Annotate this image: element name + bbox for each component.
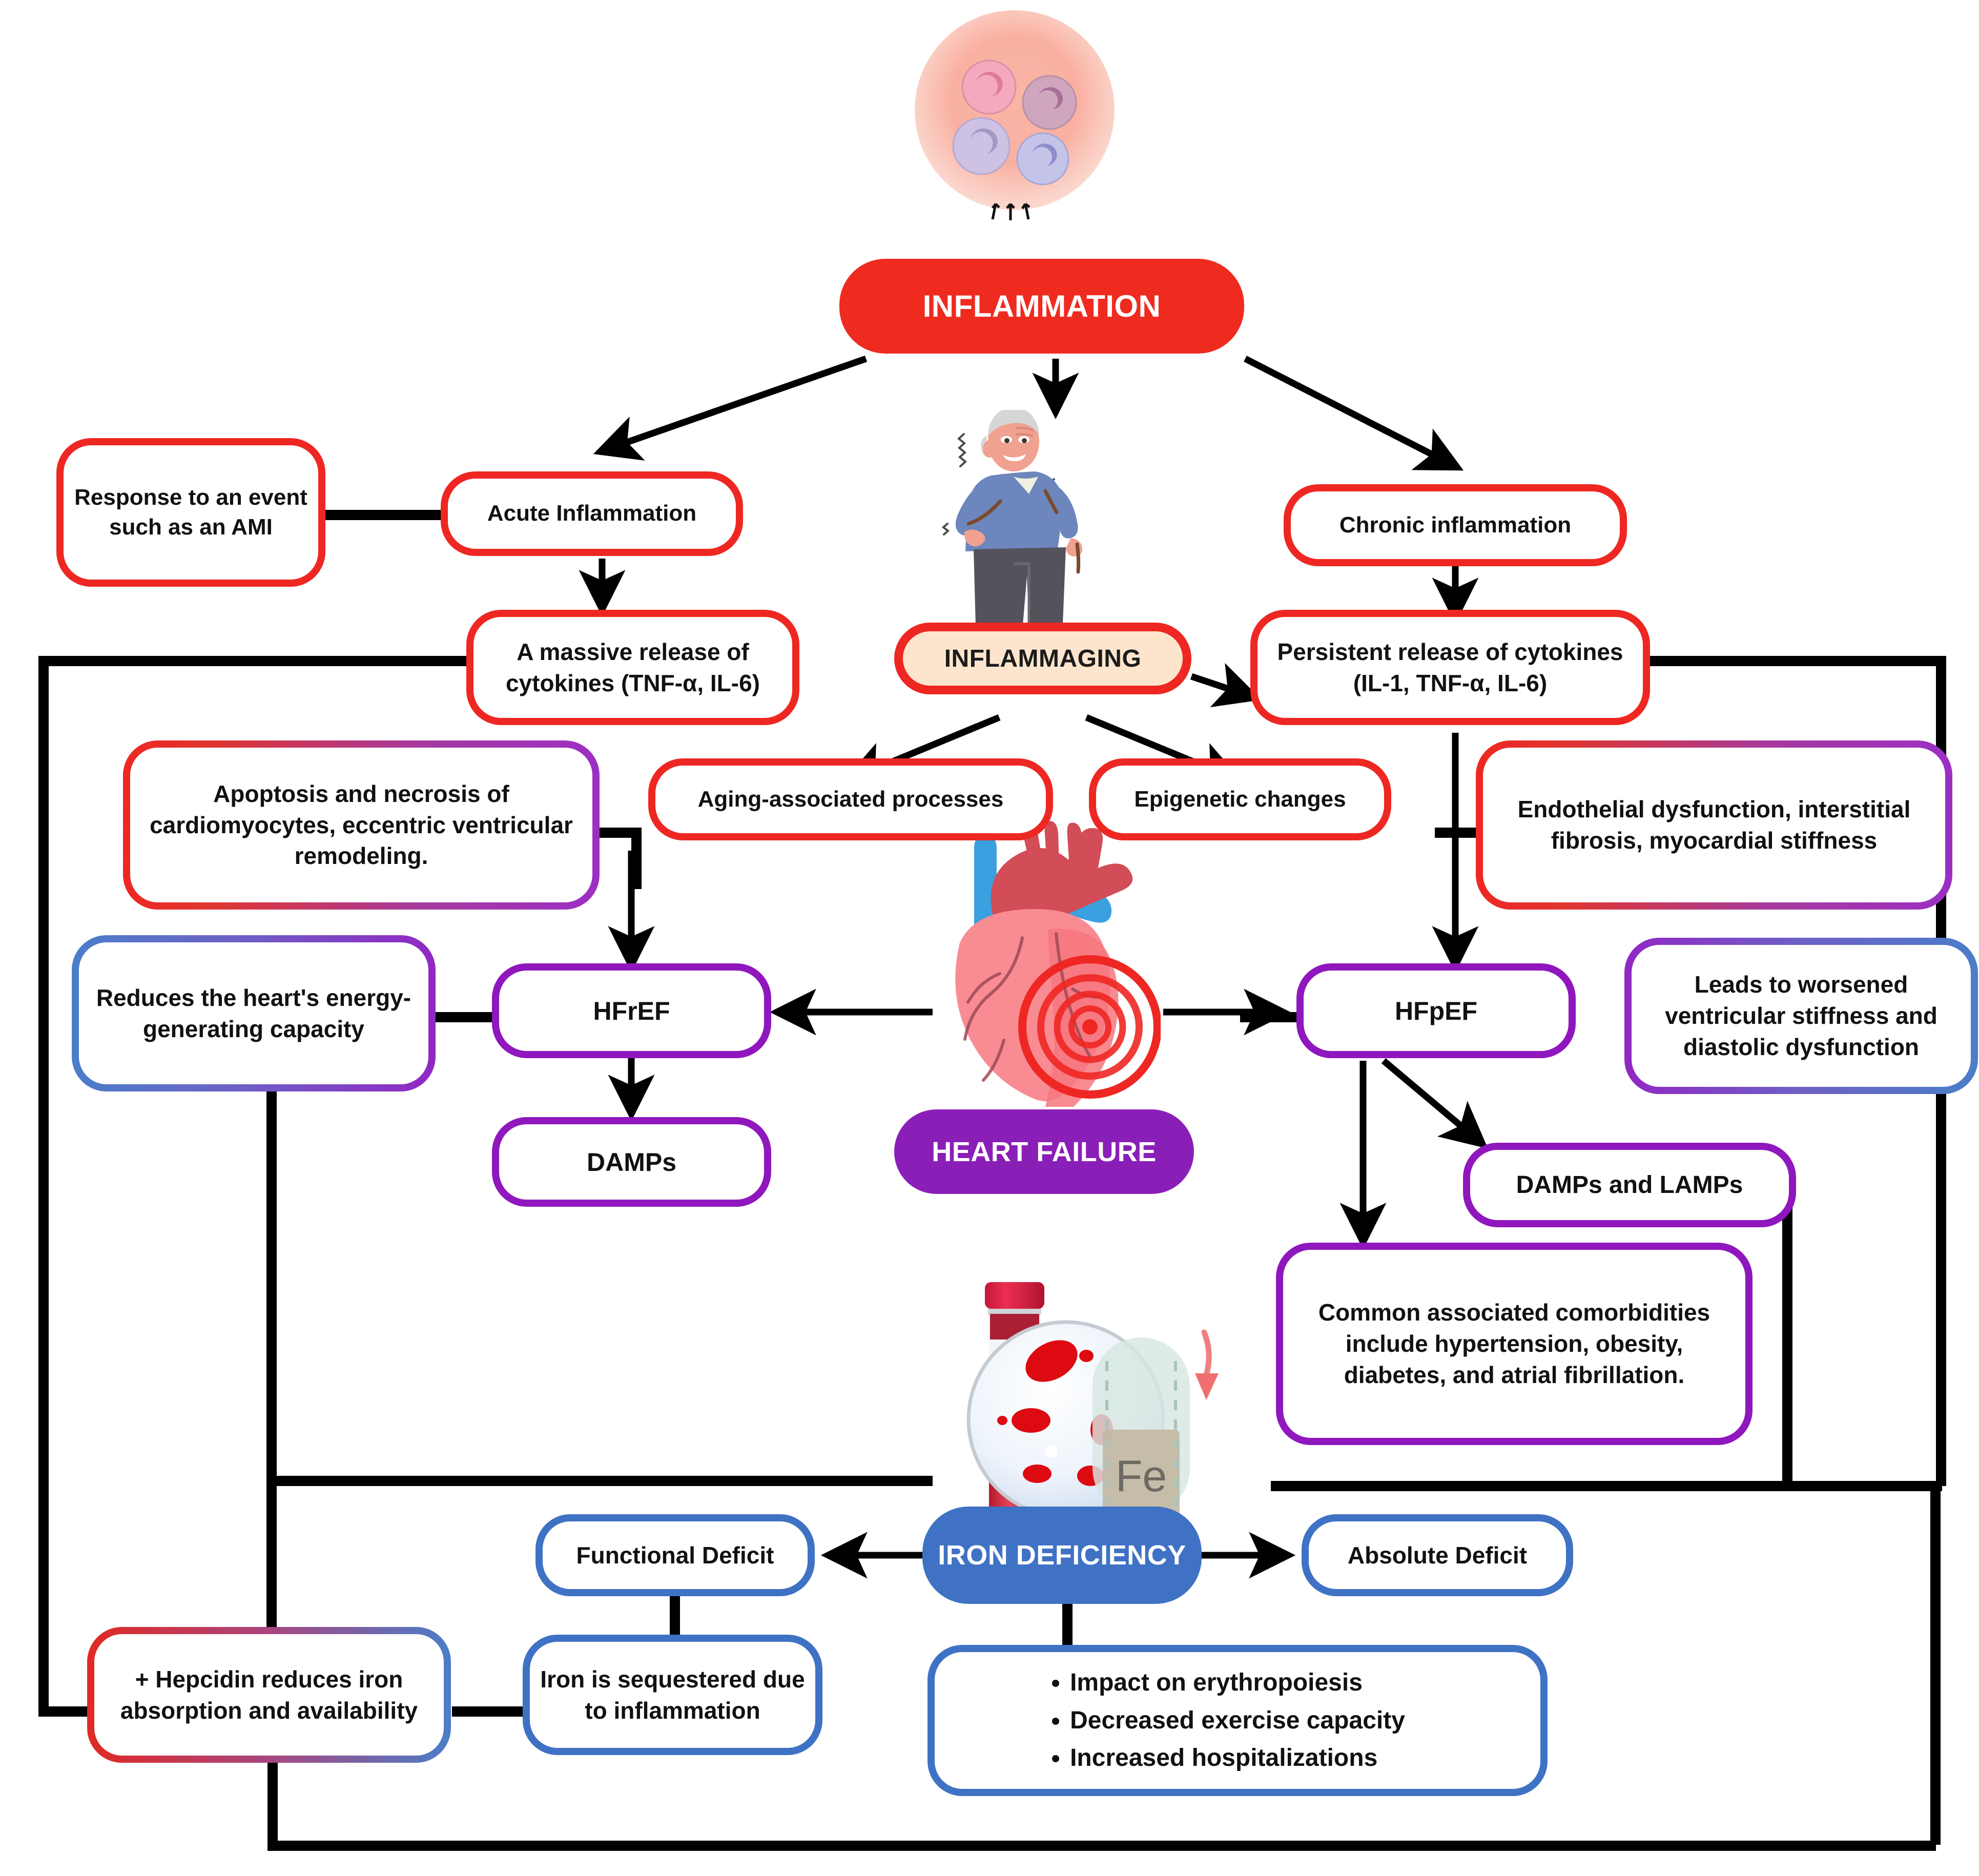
connector-leads-down — [1782, 1173, 1792, 1481]
connector-cytokines-left — [38, 656, 469, 666]
node-hepcidin[interactable]: + Hepcidin reduces iron absorption and a… — [87, 1627, 451, 1763]
node-chronic-inflammation[interactable]: Chronic inflammation — [1284, 484, 1627, 566]
connector-hfpef-leads — [1240, 1012, 1296, 1022]
connector-hepcidin-down — [267, 1763, 278, 1845]
node-aging-processes[interactable]: Aging-associated processes — [648, 758, 1053, 840]
node-endothelial[interactable]: Endothelial dysfunction, interstitial fi… — [1476, 740, 1952, 910]
connector-apoptosis-stem — [592, 828, 635, 838]
node-heart-failure[interactable]: HEART FAILURE — [894, 1109, 1194, 1194]
connector-endothelial-stem — [1435, 828, 1481, 838]
connector-bottom-return-up — [1930, 1486, 1941, 1845]
connector-response-acute — [318, 510, 446, 520]
node-iron-deficiency[interactable]: IRON DEFICIENCY — [922, 1507, 1202, 1604]
connector-functional-sequestered — [670, 1581, 680, 1642]
connector-persistent-right — [1645, 656, 1942, 666]
node-hfref[interactable]: HFrEF — [492, 963, 771, 1058]
connector-energy-bottom — [266, 1476, 933, 1486]
arrow-inflammation-chronic — [1244, 356, 1464, 471]
consequences-list: Impact on erythropoiesis Decreased exerc… — [1049, 1661, 1426, 1779]
node-persistent-release[interactable]: Persistent release of cytokines (IL-1, T… — [1250, 610, 1650, 725]
node-iron-sequestered[interactable]: Iron is sequestered due to inflammation — [523, 1635, 822, 1755]
node-massive-release[interactable]: A massive release of cytokines (TNF-α, I… — [466, 610, 799, 725]
list-item: Decreased exercise capacity — [1070, 1704, 1405, 1737]
node-functional-deficit[interactable]: Functional Deficit — [535, 1514, 815, 1596]
heart-with-pain-illustration — [955, 820, 1161, 1107]
list-item: Increased hospitalizations — [1070, 1742, 1405, 1774]
connector-hepcidin-sequestered — [452, 1706, 526, 1717]
blood-tube-iron-illustration: Fe — [966, 1282, 1219, 1519]
fe-label: Fe — [1116, 1452, 1167, 1501]
arrow-hfpef-dampslamps — [1381, 1058, 1488, 1149]
connector-energy-down — [266, 1081, 277, 1660]
node-acute-inflammation[interactable]: Acute Inflammation — [441, 471, 743, 556]
elderly-person-illustration — [941, 410, 1082, 625]
node-inflammation[interactable]: INFLAMMATION — [839, 259, 1244, 354]
connector-right-bottom — [1271, 1481, 1942, 1491]
node-hfpef[interactable]: HFpEF — [1296, 963, 1576, 1058]
arrow-inflammation-acute — [593, 355, 868, 461]
connector-bottom-return — [267, 1841, 1936, 1851]
immune-cells-illustration — [915, 10, 1115, 220]
node-reduces-energy[interactable]: Reduces the heart's energy-generating ca… — [72, 935, 436, 1091]
node-response-event[interactable]: Response to an event such as an AMI — [56, 438, 325, 587]
node-apoptosis[interactable]: Apoptosis and necrosis of cardiomyocytes… — [123, 740, 600, 910]
node-absolute-deficit[interactable]: Absolute Deficit — [1302, 1514, 1573, 1596]
node-comorbidities[interactable]: Common associated comorbidities include … — [1276, 1243, 1753, 1445]
node-inflammaging[interactable]: INFLAMMAGING — [894, 623, 1191, 694]
connector-apoptosis-down — [631, 828, 642, 889]
list-item: Impact on erythropoiesis — [1070, 1666, 1405, 1699]
node-damps-lamps[interactable]: DAMPs and LAMPs — [1463, 1143, 1796, 1227]
node-leads-worsened[interactable]: Leads to worsened ventricular stiffness … — [1624, 938, 1978, 1094]
node-damps[interactable]: DAMPs — [492, 1117, 771, 1207]
node-consequences[interactable]: Impact on erythropoiesis Decreased exerc… — [927, 1645, 1548, 1796]
node-epigenetic-changes[interactable]: Epigenetic changes — [1089, 758, 1391, 840]
connector-energy-hfref — [430, 1012, 492, 1022]
connector-left-to-hepcidin — [38, 1706, 90, 1717]
arrow-inflammaging-persistent — [1190, 663, 1262, 708]
connector-left-vertical — [38, 656, 49, 1712]
